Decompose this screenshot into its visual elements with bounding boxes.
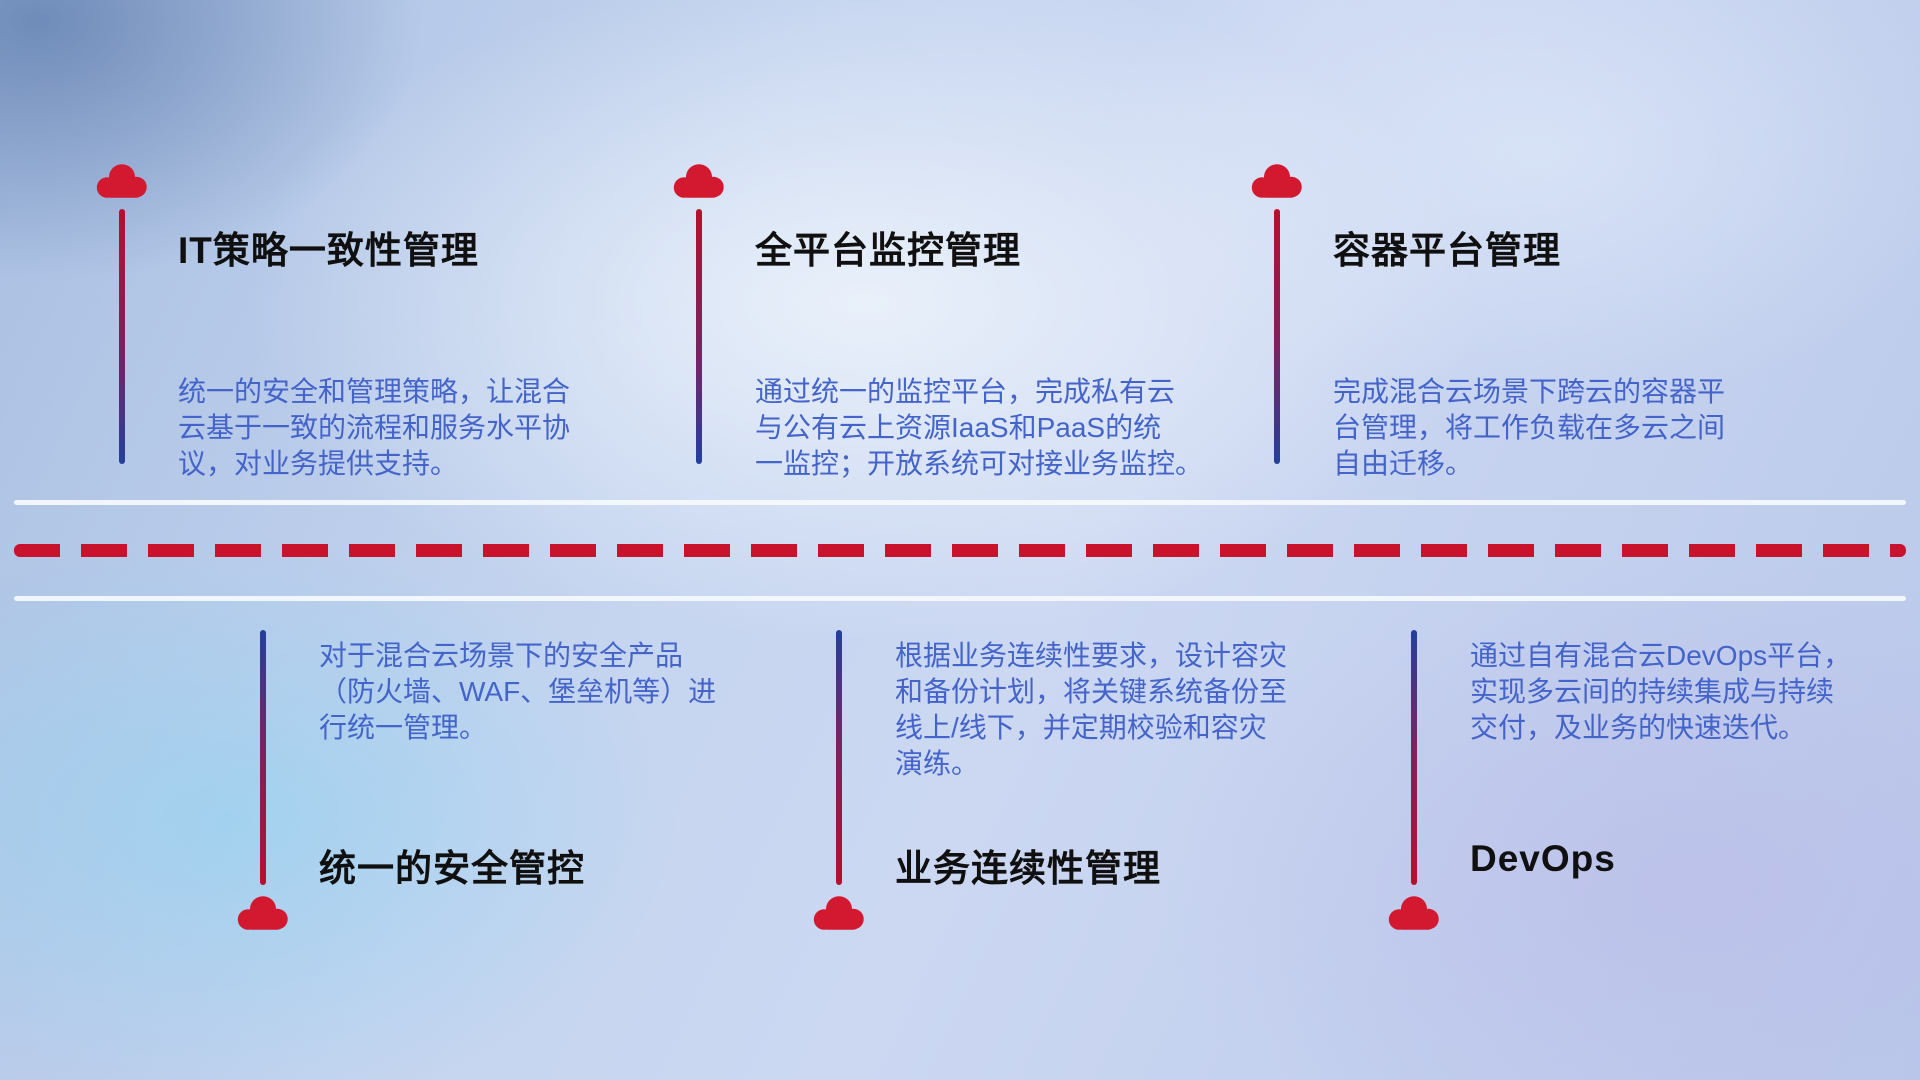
capability-container-platform: 容器平台管理 完成混合云场景下跨云的容器平 台管理，将工作负载在多云之间 自由迁… bbox=[1249, 162, 1813, 482]
capability-title: IT策略一致性管理 bbox=[178, 230, 479, 271]
marker-column bbox=[671, 162, 727, 482]
connector-line bbox=[836, 630, 842, 885]
capability-description: 通过统一的监控平台，完成私有云 与公有云上资源IaaS和PaaS的统 一监控；开… bbox=[755, 376, 1204, 479]
cloud-icon bbox=[673, 164, 724, 198]
capability-security-control: 对于混合云场景下的安全产品 （防火墙、WAF、堡垒机等）进 行统一管理。 统一的… bbox=[235, 630, 799, 932]
marker-column bbox=[94, 162, 150, 482]
capability-devops: 通过自有混合云DevOps平台， 实现多云间的持续集成与持续 交付，及业务的快速… bbox=[1386, 630, 1920, 932]
capability-title: DevOps bbox=[1470, 838, 1616, 879]
capability-content: 全平台监控管理 通过统一的监控平台，完成私有云 与公有云上资源IaaS和PaaS… bbox=[755, 162, 1235, 482]
capability-title: 业务连续性管理 bbox=[895, 848, 1161, 889]
cloud-icon bbox=[1251, 164, 1302, 198]
connector-line bbox=[696, 209, 702, 464]
cloud-icon bbox=[237, 896, 288, 930]
capability-content: 根据业务连续性要求，设计容灾 和备份计划，将关键系统备份至 线上/线下，并定期校… bbox=[895, 630, 1375, 932]
capability-content: 对于混合云场景下的安全产品 （防火墙、WAF、堡垒机等）进 行统一管理。 统一的… bbox=[319, 630, 799, 932]
capability-description: 通过自有混合云DevOps平台， 实现多云间的持续集成与持续 交付，及业务的快速… bbox=[1470, 640, 1852, 743]
timeline-dashed-line bbox=[14, 544, 1906, 557]
connector-line bbox=[1411, 630, 1417, 885]
cloud-icon bbox=[813, 896, 864, 930]
capability-title: 统一的安全管控 bbox=[319, 848, 585, 889]
timeline-rail-top bbox=[14, 500, 1906, 505]
capability-monitoring: 全平台监控管理 通过统一的监控平台，完成私有云 与公有云上资源IaaS和PaaS… bbox=[671, 162, 1235, 482]
capability-description: 根据业务连续性要求，设计容灾 和备份计划，将关键系统备份至 线上/线下，并定期校… bbox=[895, 640, 1288, 779]
capability-description: 完成混合云场景下跨云的容器平 台管理，将工作负载在多云之间 自由迁移。 bbox=[1333, 376, 1726, 479]
capability-description: 统一的安全和管理策略，让混合 云基于一致的流程和服务水平协 议，对业务提供支持。 bbox=[178, 376, 571, 479]
marker-column bbox=[811, 630, 867, 932]
cloud-icon bbox=[1388, 896, 1439, 930]
capability-content: IT策略一致性管理 统一的安全和管理策略，让混合 云基于一致的流程和服务水平协 … bbox=[178, 162, 658, 482]
capability-title: 容器平台管理 bbox=[1333, 230, 1561, 271]
capability-title: 全平台监控管理 bbox=[755, 230, 1021, 271]
capability-it-policy: IT策略一致性管理 统一的安全和管理策略，让混合 云基于一致的流程和服务水平协 … bbox=[94, 162, 658, 482]
capability-description: 对于混合云场景下的安全产品 （防火墙、WAF、堡垒机等）进 行统一管理。 bbox=[319, 640, 717, 743]
capability-content: 通过自有混合云DevOps平台， 实现多云间的持续集成与持续 交付，及业务的快速… bbox=[1470, 630, 1920, 932]
connector-line bbox=[260, 630, 266, 885]
capability-business-continuity: 根据业务连续性要求，设计容灾 和备份计划，将关键系统备份至 线上/线下，并定期校… bbox=[811, 630, 1375, 932]
marker-column bbox=[1386, 630, 1442, 932]
connector-line bbox=[1274, 209, 1280, 464]
marker-column bbox=[1249, 162, 1305, 482]
timeline-rail-bottom bbox=[14, 596, 1906, 601]
marker-column bbox=[235, 630, 291, 932]
cloud-icon bbox=[96, 164, 147, 198]
capability-content: 容器平台管理 完成混合云场景下跨云的容器平 台管理，将工作负载在多云之间 自由迁… bbox=[1333, 162, 1813, 482]
connector-line bbox=[119, 209, 125, 464]
